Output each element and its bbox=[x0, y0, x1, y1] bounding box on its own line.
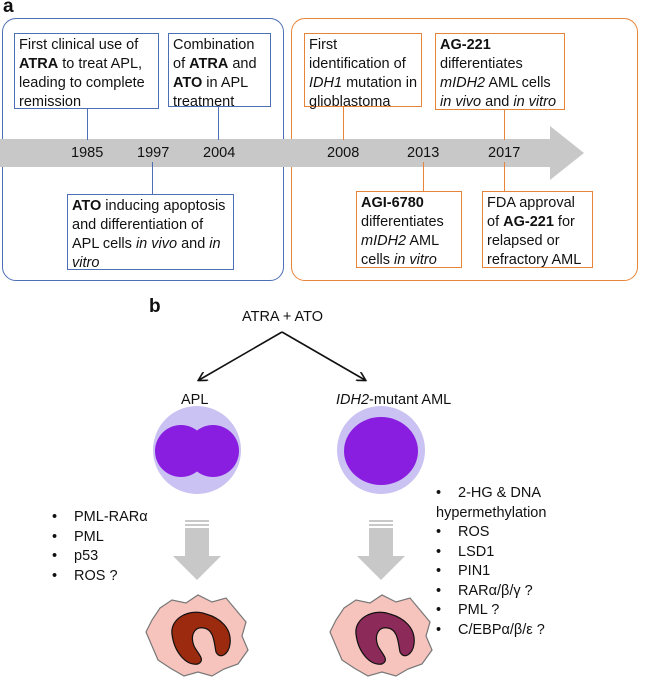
timeline-arrow bbox=[0, 126, 584, 180]
event-2008-box: First identification of IDH1 mutation in… bbox=[304, 33, 422, 110]
differentiated-apl-cell bbox=[145, 594, 249, 677]
target-item: PIN1 bbox=[436, 562, 653, 582]
apl-differentiation-arrow bbox=[173, 520, 221, 580]
year-label: 2013 bbox=[407, 145, 440, 161]
apl-cell bbox=[153, 406, 241, 494]
arrow-to-aml bbox=[281, 331, 365, 380]
target-item: 2-HG & DNA hypermethylation bbox=[436, 484, 653, 523]
event-1985-box: First clinical use of ATRA to treat APL,… bbox=[14, 33, 159, 110]
aml-cell bbox=[337, 406, 425, 494]
connector-2004 bbox=[218, 107, 219, 140]
event-2017-ag221-box: AG-221 differentiates mIDH2 AML cells in… bbox=[435, 33, 565, 110]
target-item: ROS ? bbox=[52, 567, 148, 587]
panel-a-label: a bbox=[3, 0, 14, 17]
year-label: 1985 bbox=[71, 145, 104, 161]
connector-2013 bbox=[423, 162, 424, 191]
apl-label: APL bbox=[181, 392, 209, 408]
target-item: ROS bbox=[436, 523, 653, 543]
event-1997-box: ATO inducing apoptosis and differentiati… bbox=[67, 194, 234, 271]
connector-1997 bbox=[152, 162, 153, 194]
aml-target-list: 2-HG & DNA hypermethylationROSLSD1PIN1RA… bbox=[436, 484, 653, 640]
year-label: 1997 bbox=[137, 145, 170, 161]
event-2013-box: AGI-6780 differentiates mIDH2 AML cells … bbox=[356, 191, 462, 268]
apl-target-list: PML-RARαPMLp53ROS ? bbox=[52, 508, 148, 586]
target-item: PML ? bbox=[436, 601, 653, 621]
target-item: PML bbox=[52, 528, 148, 548]
year-label: 2008 bbox=[327, 145, 360, 161]
target-item: PML-RARα bbox=[52, 508, 148, 528]
target-item: C/EBPα/β/ε ? bbox=[436, 621, 653, 641]
connector-1985 bbox=[87, 109, 88, 140]
target-item: p53 bbox=[52, 547, 148, 567]
arrow-to-apl bbox=[199, 331, 283, 380]
aml-label: IDH2-mutant AML bbox=[336, 392, 452, 408]
target-item: RARα/β/γ ? bbox=[436, 582, 653, 602]
connector-2017-bottom bbox=[504, 162, 505, 191]
differentiated-aml-cell bbox=[329, 594, 433, 677]
aml-differentiation-arrow bbox=[357, 520, 405, 580]
event-2017-fda-box: FDA approval of AG-221 for relapsed or r… bbox=[482, 191, 593, 268]
year-label: 2004 bbox=[203, 145, 236, 161]
connector-2017-top bbox=[504, 110, 505, 140]
connector-2008 bbox=[343, 107, 344, 140]
treatment-label: ATRA + ATO bbox=[242, 309, 323, 325]
panel-b-label: b bbox=[149, 296, 161, 317]
event-2004-box: Combination of ATRA and ATO in APL treat… bbox=[168, 33, 271, 110]
target-item: LSD1 bbox=[436, 543, 653, 563]
year-label: 2017 bbox=[488, 145, 521, 161]
